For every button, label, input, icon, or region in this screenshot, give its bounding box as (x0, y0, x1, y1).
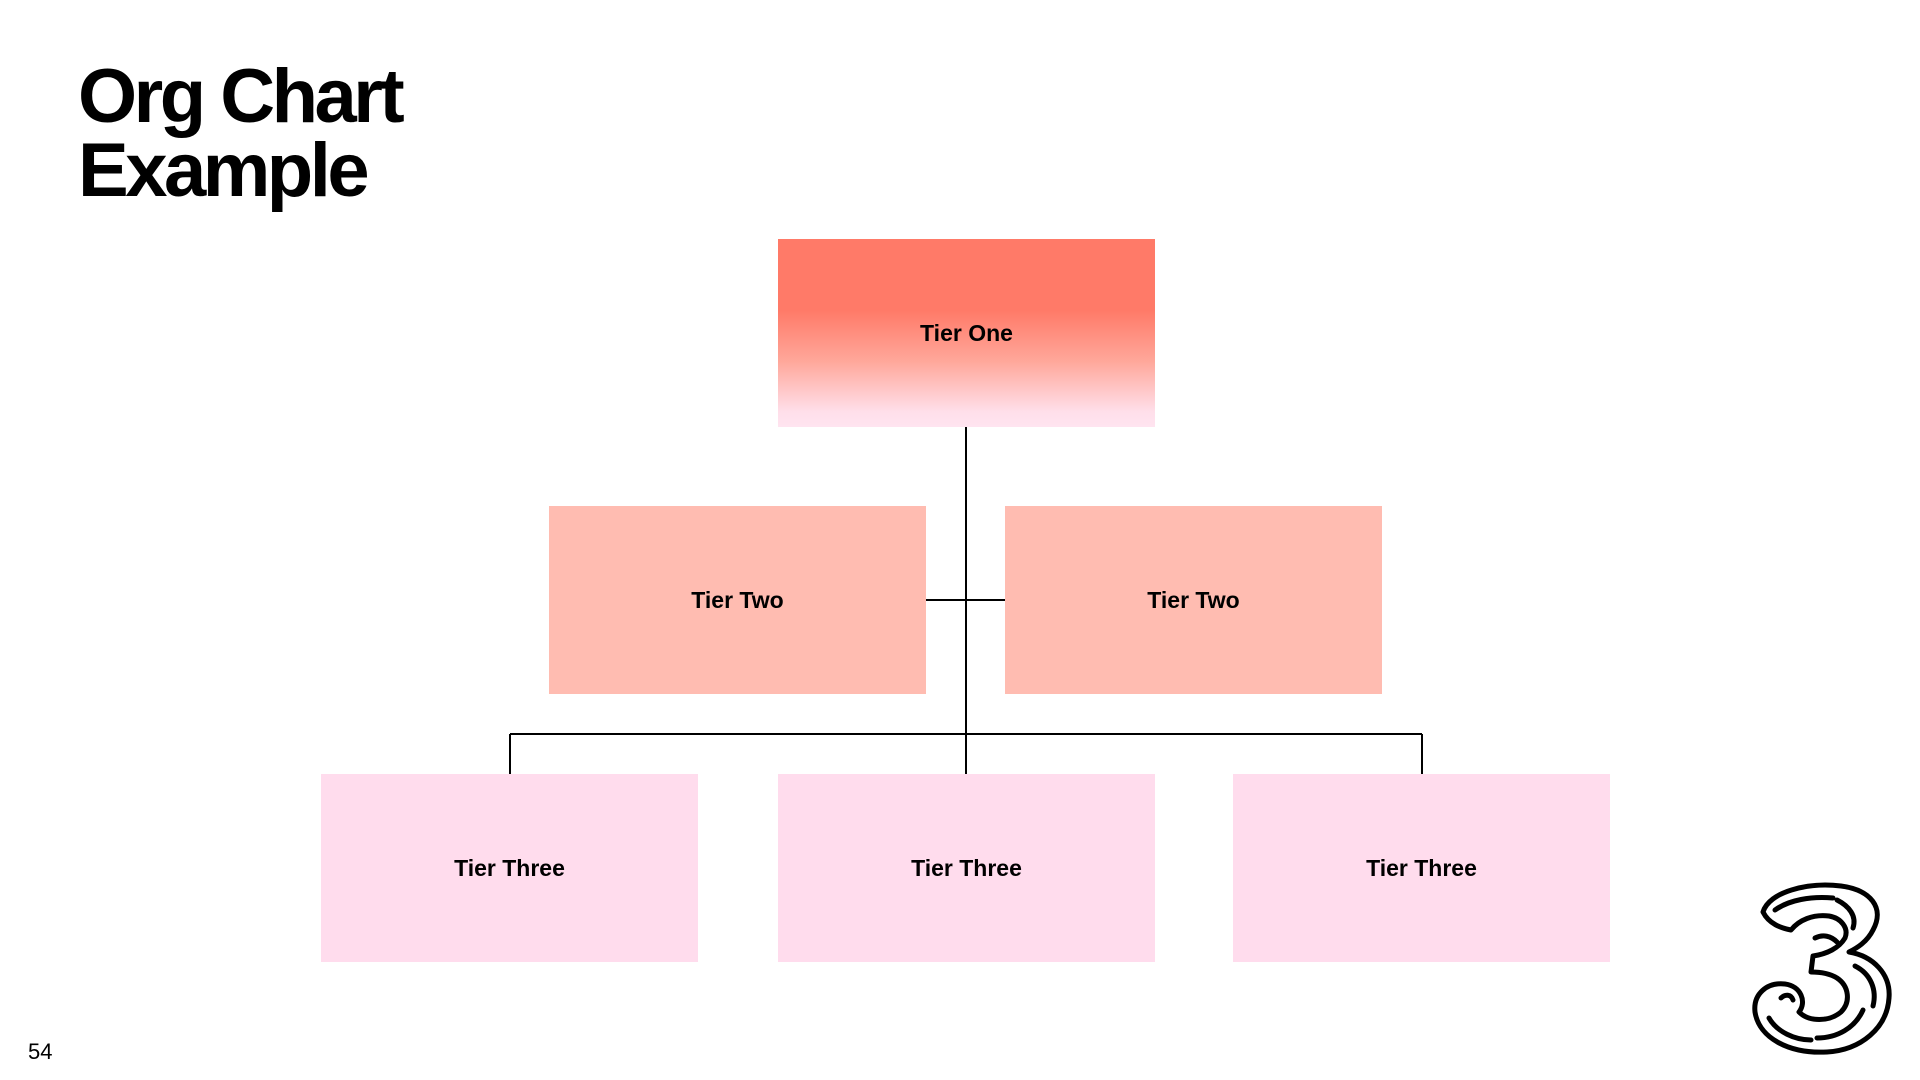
node-label: Tier Two (691, 586, 784, 613)
page-number: 54 (28, 1039, 53, 1064)
three-logo-icon (1752, 882, 1892, 1055)
node-tier-two-left: Tier Two (549, 506, 926, 694)
slide-title: Org Chart Example (78, 54, 405, 213)
node-label: Tier One (920, 319, 1013, 346)
node-label: Tier Two (1147, 586, 1240, 613)
node-label: Tier Three (454, 854, 565, 881)
node-tier-three-right: Tier Three (1233, 774, 1610, 962)
node-tier-one: Tier One (778, 239, 1155, 427)
node-tier-two-right: Tier Two (1005, 506, 1382, 694)
node-tier-three-center: Tier Three (778, 774, 1155, 962)
node-label: Tier Three (911, 854, 1022, 881)
slide-title-line-1: Org Chart (78, 54, 405, 139)
node-tier-three-left: Tier Three (321, 774, 698, 962)
node-label: Tier Three (1366, 854, 1477, 881)
slide-title-line-2: Example (78, 128, 370, 213)
